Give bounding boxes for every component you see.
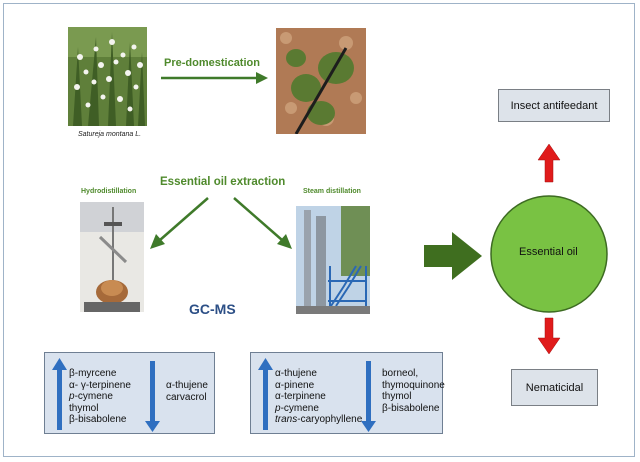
steam-up-compound: α-terpinene xyxy=(275,391,326,402)
gcms-label: GC-MS xyxy=(189,301,236,317)
hydro-up-compound: thymol xyxy=(69,402,99,414)
insect-antifeedant-box: Insect antifeedant xyxy=(498,89,610,122)
steam-panel-arrows xyxy=(258,358,376,432)
steam-distillation-photo xyxy=(296,206,370,314)
to-steam-distillation-arrow xyxy=(233,197,292,249)
steam-up-compound: trans-caryophyllene xyxy=(275,414,363,425)
essential-oil-extraction-label: Essential oil extraction xyxy=(160,176,286,188)
hydro-up-compound-prefix: p xyxy=(69,391,75,402)
steam-up-compound: p-cymene xyxy=(275,402,319,414)
nematicidal-box: Nematicidal xyxy=(511,369,598,406)
nematicidal-arrow xyxy=(537,317,561,355)
hydrodistillation-label: Hydrodistillation xyxy=(81,188,137,195)
hydro-decrease-arrow xyxy=(145,361,160,432)
essential-oil-circle xyxy=(490,195,608,313)
steam-distillation-compounds-panel: α-thujene α-pinene α-terpinene p-cymene … xyxy=(250,352,445,434)
steam-down-compound: borneol, xyxy=(382,368,419,379)
hydro-down-compound: α-thujene xyxy=(166,380,208,391)
pre-domestication-label: Pre-domestication xyxy=(164,57,260,69)
steam-down-compound: thymoquinone xyxy=(382,379,445,391)
steam-up-compound-prefix: trans xyxy=(275,414,298,425)
hydro-up-compound: β-bisabolene xyxy=(69,414,127,425)
hydro-down-compound: carvacrol xyxy=(166,391,207,403)
steam-up-compound: α-thujene xyxy=(275,368,317,379)
steam-increase-arrow xyxy=(258,358,273,430)
steam-up-compound: α-pinene xyxy=(275,379,315,391)
pre-domestication-arrow xyxy=(161,72,268,84)
hydro-up-compound: β-myrcene xyxy=(69,368,117,379)
hydro-up-compound: α- γ-terpinene xyxy=(69,379,131,391)
plant-photo xyxy=(68,27,147,126)
essential-oil-label: Essential oil xyxy=(519,246,578,258)
steam-down-compound: thymol xyxy=(382,391,412,402)
hydro-increase-arrow xyxy=(52,358,67,430)
steam-distillation-label: Steam distillation xyxy=(303,188,361,195)
insect-antifeedant-text: Insect antifeedant xyxy=(510,99,598,112)
nematicidal-text: Nematicidal xyxy=(525,381,584,394)
to-hydrodistillation-arrow xyxy=(150,197,209,249)
insect-antifeedant-arrow xyxy=(537,143,561,183)
species-caption: Satureja montana L. xyxy=(78,131,142,138)
hydrodistillation-photo xyxy=(80,202,144,312)
steam-up-compound-prefix: p xyxy=(275,402,281,414)
figure-frame xyxy=(3,3,635,457)
hydrodistillation-compounds-panel: β-myrcene α- γ-terpinene p-cymene thymol… xyxy=(44,352,215,434)
steam-down-compound: β-bisabolene xyxy=(382,402,440,414)
field-photo xyxy=(276,28,366,134)
to-essential-oil-arrow xyxy=(424,232,482,280)
steam-decrease-arrow xyxy=(361,361,376,432)
hydro-panel-arrows xyxy=(52,358,160,432)
hydro-up-compound: p-cymene xyxy=(69,391,113,402)
